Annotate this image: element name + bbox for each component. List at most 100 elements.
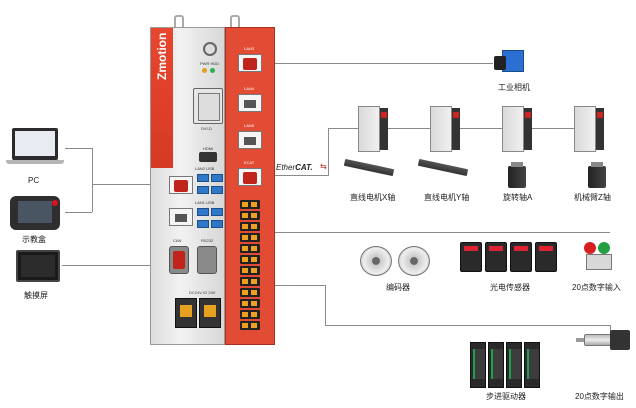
digital-output-label: 20点数字输出 [575,392,624,401]
lan3-port [238,54,262,72]
line-io-encoder [270,232,610,233]
teach-pendant-label: 示教盒 [22,235,46,244]
controller-right-panel: LAN3 LAN4 LAN5 ECAT [225,27,275,345]
servo-drive-icon [574,106,604,152]
terminal-2 [240,211,260,220]
stepper-driver-icon [506,342,522,388]
dvi-port [193,88,223,124]
photo-sensor-icon [510,242,532,272]
line-io-bottom [325,325,610,326]
line-ecat-out [253,175,328,176]
controller-left-panel: Zmotion PWR HDD DVI-D HDMI LAN2 USB LAN1… [150,27,225,345]
line-pendant [65,212,92,213]
push-button-icon [584,242,616,272]
usb-port-6 [211,208,223,216]
line-ecat-d3 [532,128,574,129]
terminal-6 [240,255,260,264]
pc-label: PC [28,176,40,185]
photo-sensor-icon [485,242,507,272]
usb-port-7 [197,220,209,228]
stepper-driver-icon [470,342,486,388]
lan4-label: LAN4 [244,86,255,91]
brand-strip: Zmotion [151,28,173,168]
terminal-12 [240,321,260,330]
lan1-port [169,208,193,226]
terminal-3 [240,222,260,231]
emergency-stop-icon [52,200,58,206]
pwr-hdd-label: PWR HDD [200,61,220,66]
line-ecat-d2 [460,128,502,129]
encoder-icon [360,246,392,276]
rs232-port [197,246,217,274]
usb-port-3 [197,186,209,194]
line-left-vertical [92,148,93,212]
terminal-10 [240,299,260,308]
lan2-usb-label: LAN2 USB [195,166,215,171]
lan5-port [238,131,262,149]
stepper-driver-label: 步进驱动器 [486,392,526,401]
lan3-label: LAN3 [244,46,255,51]
stepper-driver-icon [524,342,540,388]
terminal-7 [240,266,260,275]
hdmi-port [199,152,217,162]
line-ecat-bus [328,128,358,129]
servo-motor-icon [508,162,526,188]
teach-pendant-icon [10,196,60,230]
dc24v-label: DC24V IO 24V [189,290,216,295]
ethercat-logo: EtherCAT. [276,163,313,172]
linear-rail-icon [417,158,469,177]
encoder-label: 编码器 [386,283,410,292]
terminal-5 [240,244,260,253]
touch-screen-icon [16,250,60,282]
power-button[interactable] [203,42,217,56]
line-touch [62,265,170,266]
terminal-11 [240,310,260,319]
photo-sensor-icon [460,242,482,272]
encoder-icon [398,246,430,276]
line-to-lan [92,184,170,185]
line-ecat-d1 [388,128,430,129]
power-connector-2 [199,298,221,328]
mounting-hook-right [230,15,240,27]
photo-sensor-icon [535,242,557,272]
power-connector-1 [175,298,197,328]
line-camera [253,63,493,64]
hdmi-label: HDMI [203,146,214,151]
brand-logo: Zmotion [155,32,169,80]
touch-screen-label: 触摸屏 [24,291,48,300]
ethercat-arrow-icon: ⇆ [320,162,327,171]
linear-x-label: 直线电机X轴 [350,193,396,202]
rotary-a-label: 旋转轴A [503,193,533,202]
rs232-label: RS232 [201,238,214,243]
lan4-port [238,94,262,112]
laptop-icon [12,128,58,160]
arm-z-label: 机械臂Z轴 [574,193,611,202]
usb-port-8 [211,220,223,228]
line-pc [65,148,92,149]
servo-motor-icon [588,162,606,188]
lan5-label: LAN5 [244,123,255,128]
lan2-port [169,176,193,194]
linear-rail-icon [343,158,395,177]
digital-input-label: 20点数字输入 [572,283,621,292]
terminal-1 [240,200,260,209]
motion-controller: Zmotion PWR HDD DVI-D HDMI LAN2 USB LAN1… [150,15,275,345]
terminal-9 [240,288,260,297]
mounting-hook-left [174,15,184,27]
line-ecat-rise [328,128,329,176]
ethercat-name: Ether [276,163,296,172]
power-led [202,68,207,73]
ecat-port [238,168,262,186]
stepper-driver-icon [488,342,504,388]
usb-port-5 [197,208,209,216]
laptop-base [6,160,64,164]
usb-port-1 [197,174,209,182]
line-io-mid [270,285,326,286]
industrial-camera-label: 工业相机 [498,83,530,92]
ecat-label: ECAT [244,160,255,165]
ethercat-name-bold: CAT. [295,163,313,172]
dvi-label: DVI-D [201,126,212,131]
terminal-8 [240,277,260,286]
hdd-led [210,68,215,73]
servo-drive-icon [430,106,460,152]
